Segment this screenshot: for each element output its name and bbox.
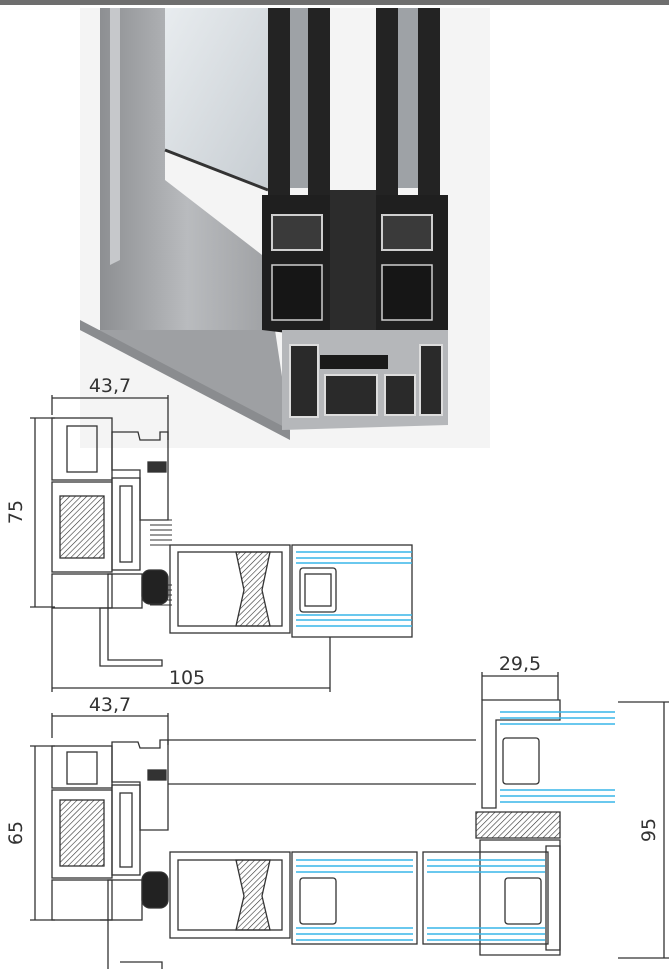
sash-bar-3 bbox=[376, 8, 398, 198]
dimension-label-upper-width: 43,7 bbox=[89, 375, 131, 397]
lower-section-drawing bbox=[30, 672, 669, 969]
dimension-label-right-width: 29,5 bbox=[499, 653, 541, 675]
upper-section-drawing bbox=[30, 395, 413, 667]
dimension-label-lower-height: 65 bbox=[5, 821, 27, 845]
dimension-label-upper-total: 105 bbox=[169, 667, 205, 689]
upper-glass-lines bbox=[296, 551, 412, 627]
top-border bbox=[0, 0, 669, 5]
dimension-label-lower-width: 43,7 bbox=[89, 694, 131, 716]
glass-pane bbox=[165, 8, 268, 190]
window-profile-render bbox=[80, 8, 490, 448]
lower-glass-lines bbox=[296, 711, 615, 941]
sash-bar-2 bbox=[308, 8, 330, 198]
upper-width-dimension bbox=[51, 608, 331, 692]
sash-bar-1 bbox=[268, 8, 290, 198]
dimension-label-right-height: 95 bbox=[638, 818, 660, 842]
sash-bar-4 bbox=[418, 8, 440, 198]
dimension-label-upper-height: 75 bbox=[5, 500, 27, 524]
frame-front-face bbox=[100, 8, 275, 330]
